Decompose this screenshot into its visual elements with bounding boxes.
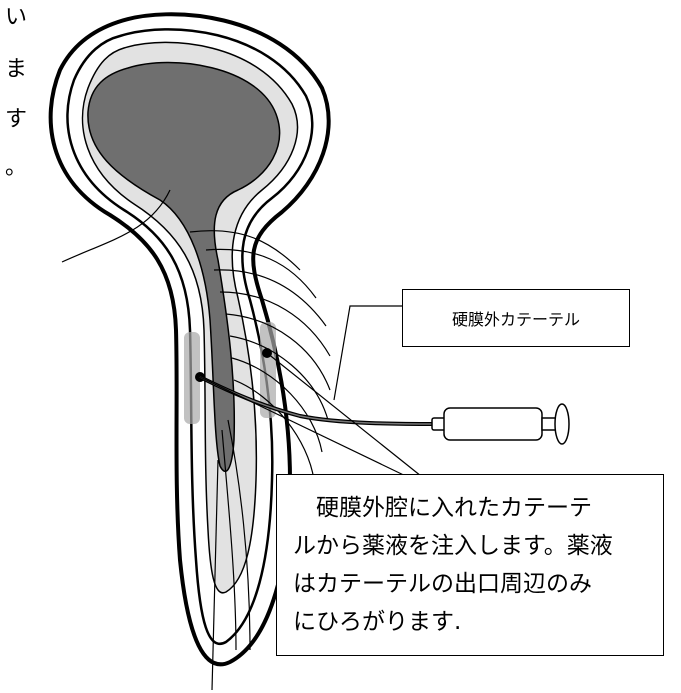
side-text-char-1: い (4, 6, 28, 30)
side-text-char-4: 。 (4, 156, 28, 180)
syringe (432, 404, 569, 444)
description-line: はカテーテルの出口周辺のみ (293, 565, 653, 603)
side-text-char-2: ま (4, 58, 28, 82)
side-text-char-3: す (4, 108, 28, 132)
description-line: 硬膜外腔に入れたカテーテ (293, 489, 653, 527)
description-box: 硬膜外腔に入れたカテーテ ルから薬液を注入します。薬液 はカテーテルの出口周辺の… (276, 474, 664, 656)
catheter-label: 硬膜外カテーテル (452, 306, 580, 330)
catheter-label-box: 硬膜外カテーテル (402, 289, 630, 347)
description-line: ルから薬液を注入します。薬液 (293, 527, 653, 565)
description-line: にひろがります. (293, 603, 653, 641)
